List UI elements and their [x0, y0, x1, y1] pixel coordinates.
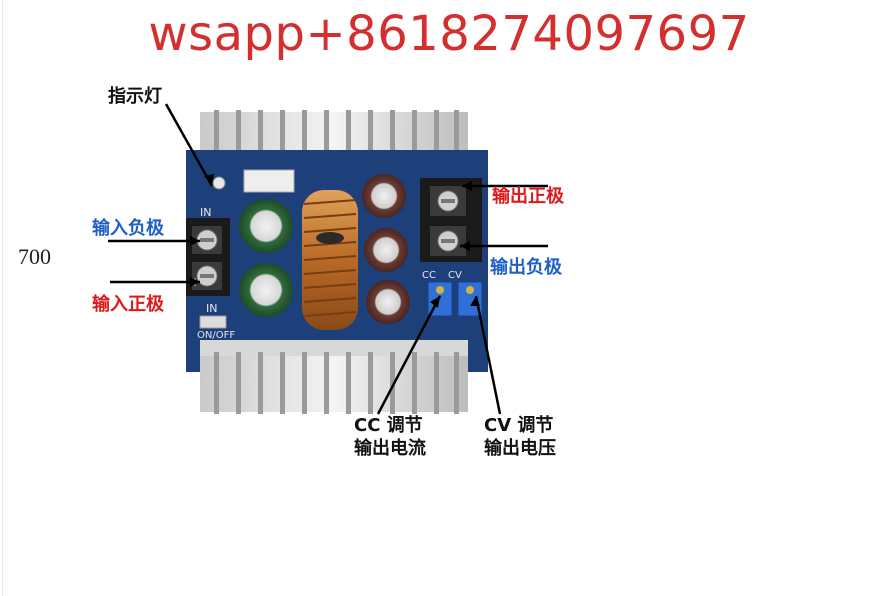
arrow-cc-adjust — [376, 295, 442, 415]
cv-trim-screw — [466, 286, 474, 294]
label-cv-adjust-line2: 输出电压 — [484, 438, 556, 459]
output-capacitor-2 — [364, 228, 408, 272]
board-in-bottom: IN — [206, 302, 217, 315]
label-cc-adjust-line2: 输出电流 — [354, 438, 426, 459]
board-cv: CV — [448, 270, 462, 281]
label-indicator-light: 指示灯 — [108, 86, 162, 107]
label-output-positive: 输出正极 — [492, 186, 564, 207]
callout-arrows — [108, 103, 548, 415]
label-cv-adjust-line1: CV 调节 — [484, 415, 554, 436]
label-cc-adjust-line1: CC 调节 — [354, 415, 423, 436]
label-input-negative: 输入负极 — [92, 218, 164, 239]
label-input-positive: 输入正极 — [92, 294, 164, 315]
on-off-jumper — [199, 315, 227, 329]
board-cc: CC — [422, 270, 436, 281]
output-capacitor-1 — [362, 174, 406, 218]
label-output-negative: 输出负极 — [490, 257, 562, 278]
arrow-heads — [190, 174, 480, 308]
left-edge-line — [2, 0, 3, 596]
bottom-heatsink — [200, 340, 468, 414]
label-cv-adjust: CV 调节 输出电压 — [484, 414, 556, 460]
input-capacitor-top — [239, 199, 293, 253]
board-on-off: ON/OFF — [197, 330, 235, 341]
inductor-coil — [302, 190, 358, 330]
output-capacitor-3 — [366, 280, 410, 324]
arrow-cv-adjust — [474, 295, 502, 415]
label-cc-adjust: CC 调节 输出电流 — [354, 414, 426, 460]
board-in-top: IN — [200, 206, 211, 219]
cc-trim-screw — [436, 286, 444, 294]
indicator-led — [212, 176, 226, 190]
arrow-indicator-light — [164, 103, 214, 187]
input-capacitor-bottom — [239, 263, 293, 317]
output-terminal-block — [420, 178, 482, 262]
top-connector — [243, 169, 295, 193]
watermark-text: wsapp+8618274097697 — [148, 6, 750, 62]
side-number: 700 — [18, 244, 51, 269]
